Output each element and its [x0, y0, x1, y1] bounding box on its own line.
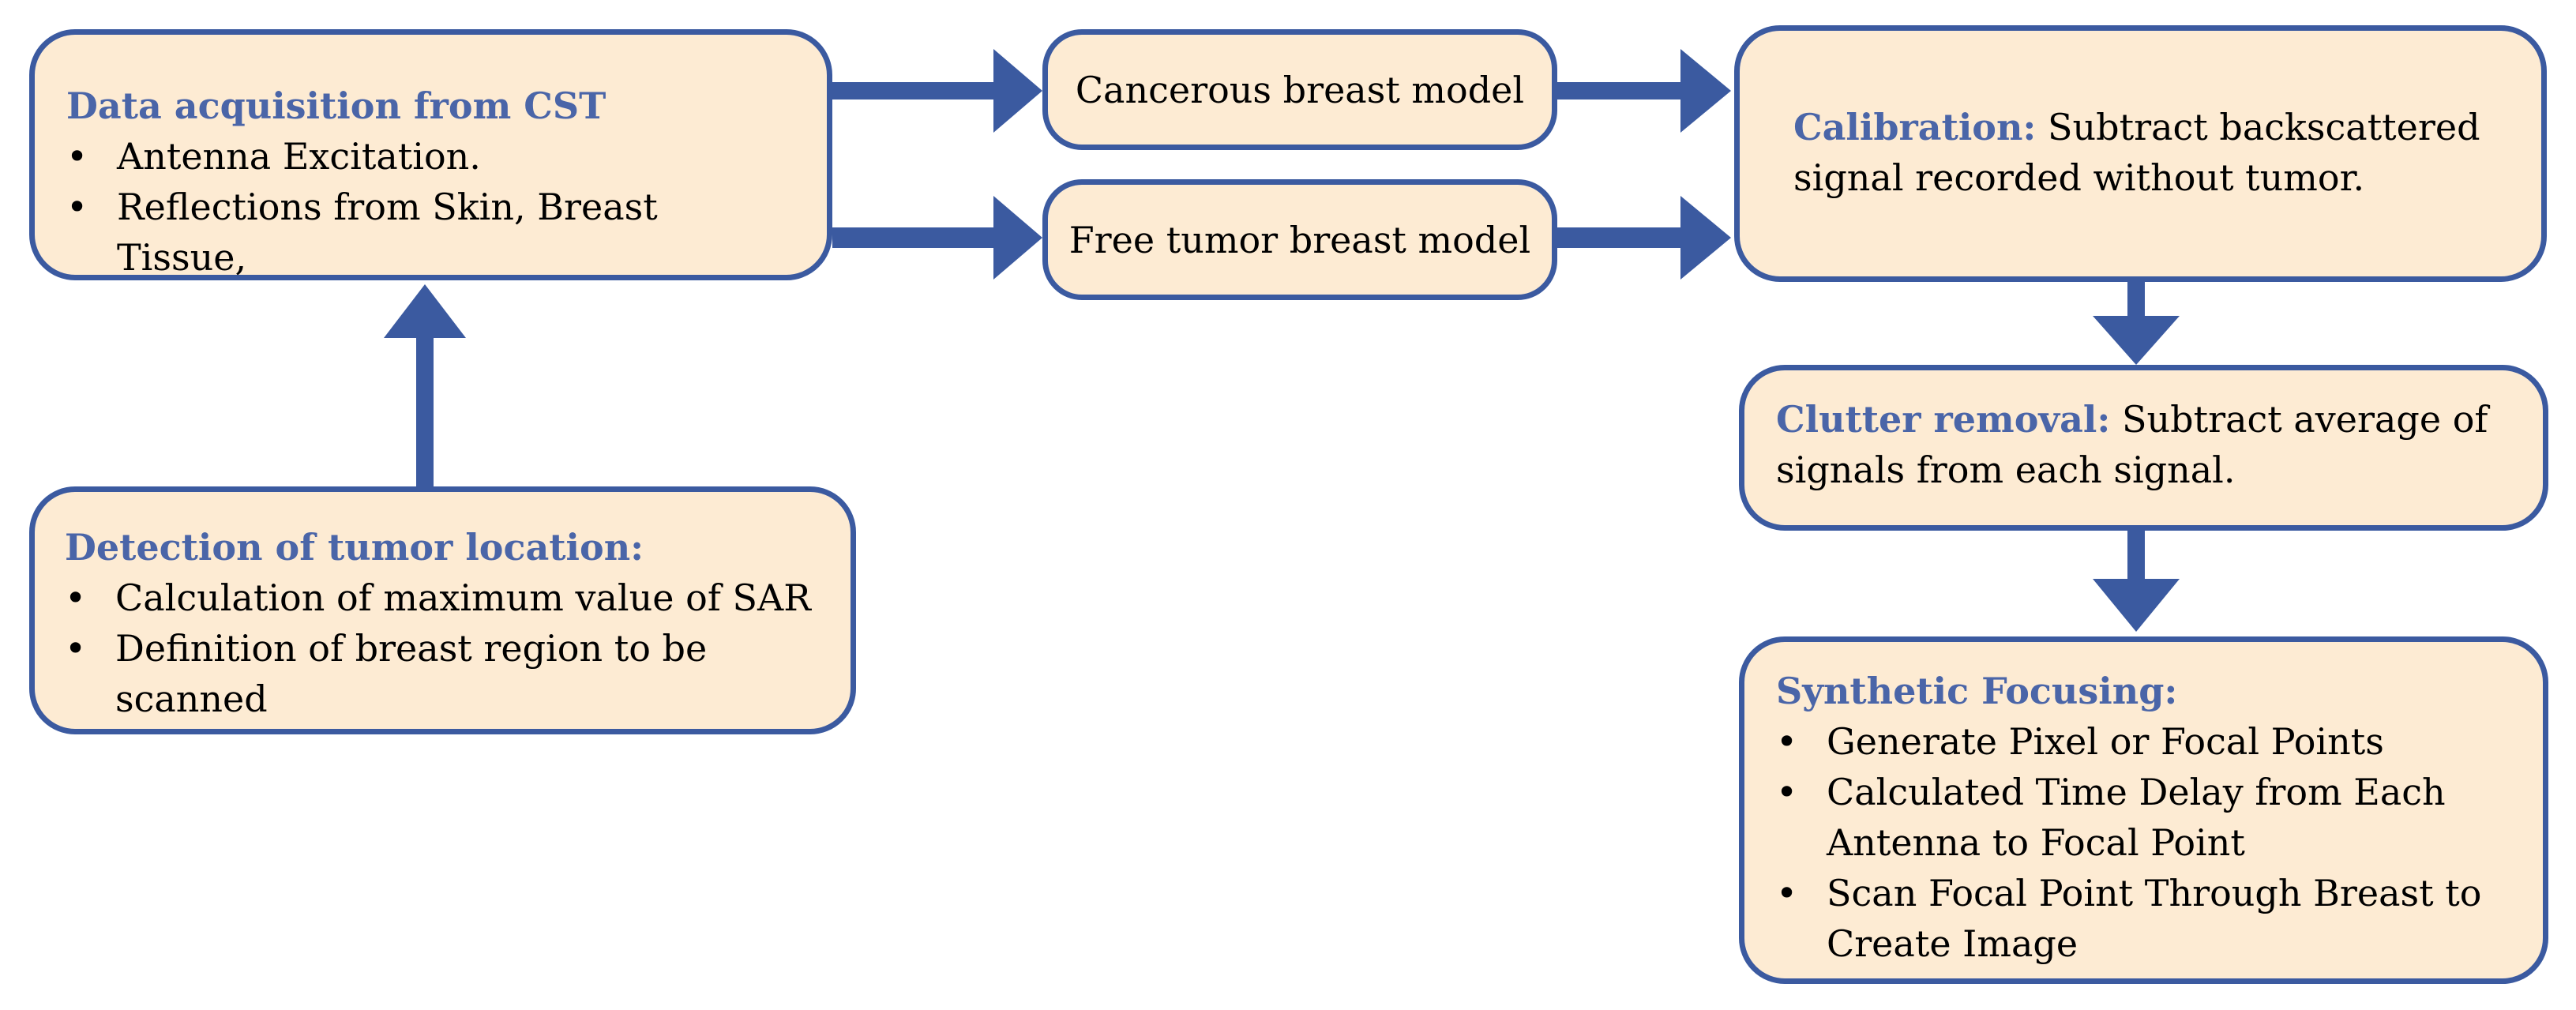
- bullet-scan-focal-point: Scan Focal Point Through Breast to Creat…: [1776, 868, 2487, 969]
- arrow-to-cancerous-model: [832, 49, 1042, 133]
- calibration-heading: Calibration:: [1793, 106, 2037, 148]
- arrow-calibration-to-clutter-removal: [2093, 282, 2180, 365]
- detection-heading: Detection of tumor location:: [65, 526, 644, 569]
- data-acquisition-bullets: Antenna Excitation. Reflections from Ski…: [66, 131, 795, 283]
- arrow-free-tumor-to-calibration: [1557, 196, 1731, 280]
- detection-bullets: Calculation of maximum value of SAR Defi…: [65, 573, 839, 724]
- clutter-removal-text: Subtract average of: [2122, 398, 2488, 441]
- cancerous-model-box: Cancerous breast model: [1042, 29, 1557, 150]
- clutter-removal-box: Clutter removal: Subtract average of sig…: [1739, 365, 2548, 531]
- synthetic-focusing-box: Synthetic Focusing: Generate Pixel or Fo…: [1739, 636, 2548, 984]
- cancerous-model-label: Cancerous breast model: [1075, 68, 1525, 111]
- arrow-to-free-tumor-model: [832, 196, 1042, 280]
- free-tumor-model-label: Free tumor breast model: [1068, 218, 1531, 261]
- calibration-box: Calibration: Subtract backscattered sign…: [1734, 25, 2547, 282]
- synthetic-focusing-bullets: Generate Pixel or Focal Points Calculate…: [1776, 716, 2487, 969]
- detection-box: Detection of tumor location: Calculation…: [29, 486, 856, 734]
- bullet-breast-region: Definition of breast region to be scanne…: [65, 623, 731, 724]
- data-acquisition-heading: Data acquisition from CST: [66, 84, 606, 127]
- clutter-removal-text-line2: signals from each signal.: [1776, 449, 2236, 491]
- clutter-removal-heading: Clutter removal:: [1776, 398, 2111, 441]
- calibration-text-line2: signal recorded without tumor.: [1793, 156, 2365, 199]
- calibration-text-line1: Calibration: Subtract backscattered: [1793, 102, 2510, 152]
- arrow-detection-to-data-acquisition: [384, 284, 466, 486]
- bullet-calculation-sar: Calculation of maximum value of SAR: [65, 573, 839, 623]
- bullet-generate-pixel: Generate Pixel or Focal Points: [1776, 716, 2487, 767]
- bullet-antenna-excitation: Antenna Excitation.: [66, 131, 795, 182]
- bullet-time-delay: Calculated Time Delay from Each Antenna …: [1776, 767, 2487, 868]
- data-acquisition-box: Data acquisition from CST Antenna Excita…: [29, 29, 832, 280]
- calibration-text: Subtract backscattered: [2048, 106, 2480, 148]
- arrow-clutter-to-synthetic-focusing: [2093, 531, 2180, 632]
- synthetic-focusing-heading: Synthetic Focusing:: [1776, 670, 2178, 712]
- arrow-cancerous-to-calibration: [1557, 49, 1731, 133]
- bullet-reflections: Reflections from Skin, Breast Tissue,: [66, 182, 795, 283]
- free-tumor-model-box: Free tumor breast model: [1042, 179, 1557, 300]
- clutter-removal-text-line1: Clutter removal: Subtract average of: [1776, 394, 2519, 445]
